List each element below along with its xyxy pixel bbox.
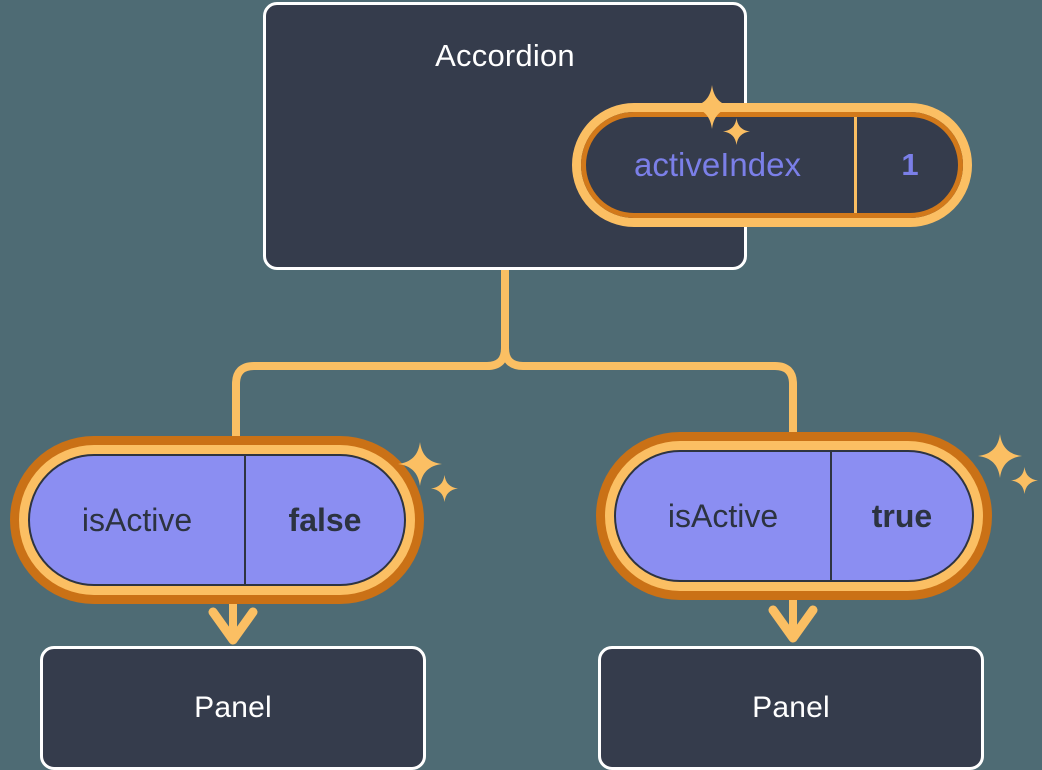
panel-title: Panel — [752, 691, 830, 724]
panel-title: Panel — [194, 691, 272, 724]
panel-node-right[interactable]: Panel — [598, 646, 984, 770]
arrow-left-head-icon — [208, 607, 258, 645]
state-pill-key: activeIndex — [581, 112, 857, 218]
state-pill-active-index[interactable]: activeIndex 1 — [572, 103, 972, 227]
connector-branch-right — [501, 344, 797, 462]
prop-pill-key: isActive — [30, 456, 246, 584]
sparkle-small-icon — [1011, 467, 1038, 494]
prop-pill-value: false — [288, 501, 362, 538]
sparkle-large-icon — [398, 442, 442, 486]
prop-pill-is-active-right[interactable]: isActive true — [614, 450, 974, 582]
sparkles-icon-left — [398, 442, 468, 512]
state-pill-value: 1 — [901, 147, 919, 182]
accordion-node[interactable]: Accordion activeIndex 1 — [263, 2, 972, 270]
prop-pill-key: isActive — [616, 452, 832, 580]
arrow-right-head-icon — [768, 605, 818, 643]
prop-pill-is-active-left[interactable]: isActive false — [28, 454, 406, 586]
accordion-title: Accordion — [435, 38, 575, 73]
sparkles-icon-right — [978, 434, 1042, 504]
prop-pill-value: true — [871, 497, 933, 534]
panel-node-left[interactable]: Panel — [40, 646, 426, 770]
connector-branch-left — [232, 344, 509, 464]
sparkle-small-icon — [431, 475, 458, 502]
sparkle-large-icon — [978, 434, 1022, 478]
